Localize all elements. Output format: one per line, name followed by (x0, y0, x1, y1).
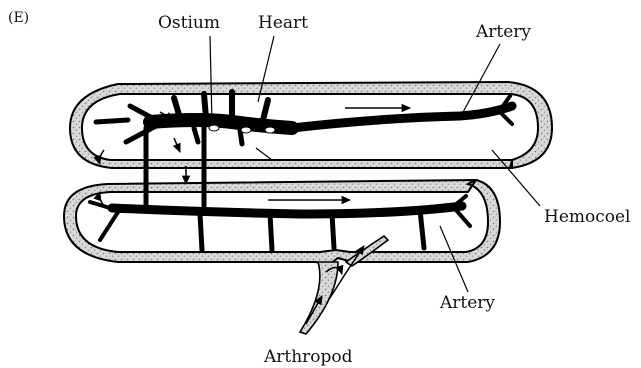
ostium-label: Ostium (158, 13, 220, 33)
hemocoel-label: Hemocoel (544, 207, 631, 227)
ostium-leader (210, 36, 212, 124)
heart-label: Heart (258, 13, 308, 33)
caption-label: Arthropod (263, 347, 353, 367)
artery-top-label: Artery (475, 22, 531, 42)
lower-body-wall (64, 180, 500, 264)
top-artery-vessel (292, 106, 512, 128)
bottom-artery-vessel (112, 206, 462, 214)
artery-top-leader (462, 44, 500, 114)
artery-bottom-label: Artery (439, 293, 495, 313)
panel-label: (E) (8, 10, 29, 26)
